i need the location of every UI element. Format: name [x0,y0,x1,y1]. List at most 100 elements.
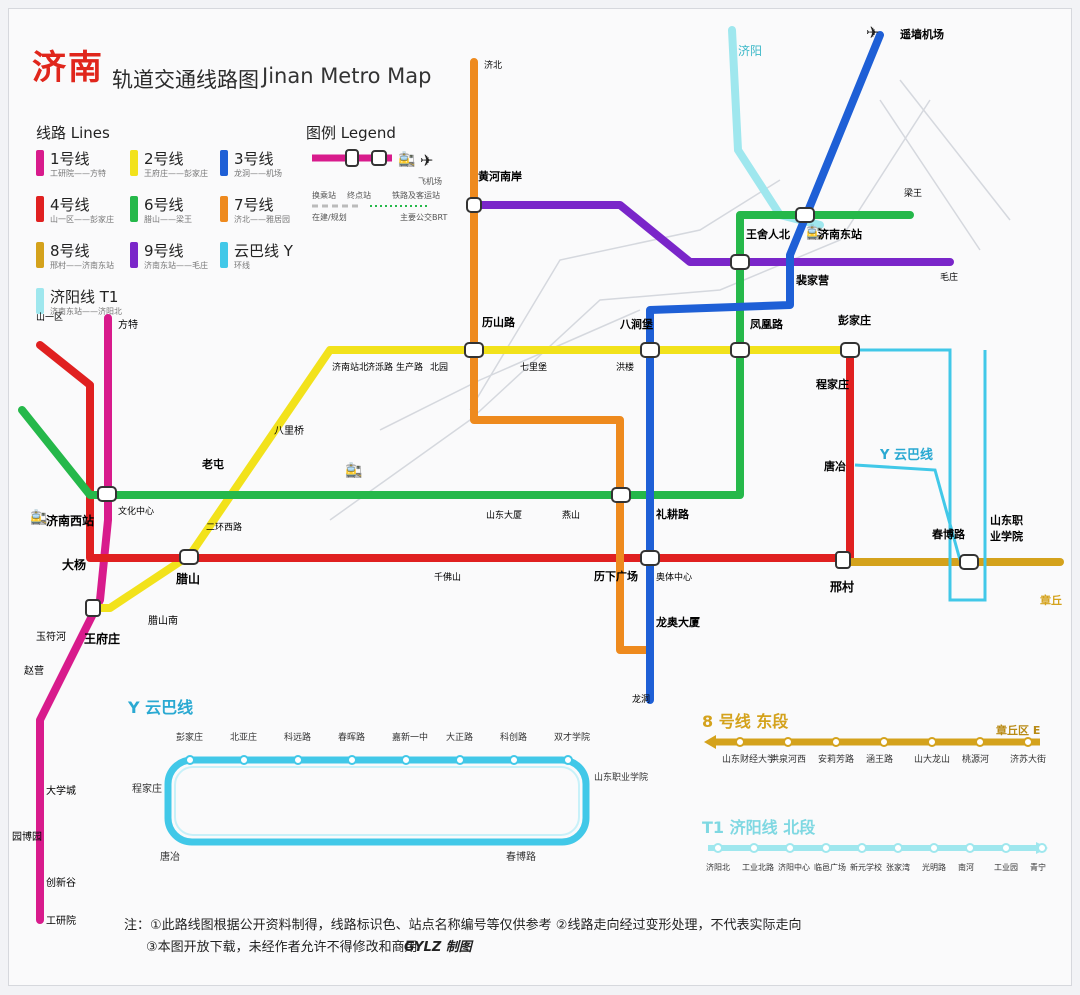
station-erhuanxilu[interactable]: 二环西路 [206,523,243,533]
station-longdong[interactable]: 龙洞 [632,695,651,705]
station-huanghenanan[interactable]: 黄河南岸 [478,170,522,183]
inset-8-dot[interactable] [735,737,745,747]
inset-y-dot[interactable] [239,755,249,765]
station-lishanlu[interactable]: 历山路 [482,316,515,329]
station-jinanxi[interactable]: 济南西站 [46,514,95,528]
station-lashannan[interactable]: 腊山南 [148,616,178,627]
station-qilipu[interactable]: 七里堡 [520,363,548,373]
station-wangsherenbei[interactable]: 王舍人北 [746,228,790,241]
station-xingcun[interactable]: 邢村 [830,580,855,594]
inset-y-dot[interactable] [401,755,411,765]
station-wenhuazhongxin[interactable]: 文化中心 [118,507,155,517]
station-shandongzhiye[interactable]: 山东职业学院 [990,514,1023,543]
inset-y-station[interactable]: 程家庄 [132,784,162,795]
station-liangwang[interactable]: 梁王 [904,189,923,199]
inset-y-dot[interactable] [293,755,303,765]
station-dayang[interactable]: 大杨 [62,558,87,572]
inset-t1-dot[interactable] [965,843,975,853]
inset-8-station[interactable]: 安莉芳路 [818,755,855,765]
station-yanshan[interactable]: 燕山 [562,511,581,521]
inset-y-station[interactable]: 科远路 [284,733,312,743]
inset-t1-station[interactable]: 济阳中心 [778,863,810,872]
inset-t1-station[interactable]: 临邑广场 [814,863,846,872]
inset-t1-station[interactable]: 工业园 [994,863,1018,872]
inset-8-dot[interactable] [927,737,937,747]
inset-t1-dot[interactable] [713,843,723,853]
station-yufuhe[interactable]: 玉符河 [36,632,66,643]
inset-y-dot[interactable] [185,755,195,765]
inset-y-station[interactable]: 春博路 [506,852,536,863]
inset-t1-dot[interactable] [1001,843,1011,853]
station-beiyuan[interactable]: 北园 [430,363,449,373]
inset-y-station[interactable]: 春晖路 [338,733,366,743]
inset-8-station[interactable]: 济苏大街 [1010,755,1047,765]
inset-t1-dot[interactable] [785,843,795,853]
inset-8-station[interactable]: 涵王路 [866,755,894,765]
inset-y-station[interactable]: 科创路 [500,733,528,743]
station-qianfoshan[interactable]: 千佛山 [434,573,462,583]
station-jiyang[interactable]: 济阳 [738,44,763,58]
inset-y-station[interactable]: 双才学院 [554,733,591,743]
inset-8-station[interactable]: 桃源河 [962,755,990,765]
inset-y-station[interactable]: 大正路 [446,733,474,743]
inset-y-dot[interactable] [455,755,465,765]
station-yuanboyuan[interactable]: 园博园 [12,832,42,843]
station-wangfuzhuang[interactable]: 王府庄 [84,632,121,646]
inset-y-dot[interactable] [563,755,573,765]
inset-t1-station[interactable]: 新元学校 [850,863,882,872]
station-daxuecheng[interactable]: 大学城 [46,786,76,797]
station-chunbolu[interactable]: 春博路 [932,528,965,541]
inset-8-dot[interactable] [1023,737,1033,747]
station-gongyanyuan[interactable]: 工研院 [46,916,76,927]
inset-t1-dot[interactable] [1037,843,1047,853]
inset-t1-dot[interactable] [929,843,939,853]
station-aotizhongxin[interactable]: 奥体中心 [656,573,693,583]
station-tangye[interactable]: 唐冶 [824,460,846,473]
station-peijiaying[interactable]: 裴家营 [796,274,829,287]
station-zhaoying[interactable]: 赵营 [24,666,44,677]
station-laotun[interactable]: 老屯 [202,458,224,471]
station-bajianbao[interactable]: 八涧堡 [620,318,653,331]
inset-y-dot[interactable] [509,755,519,765]
station-balqiao[interactable]: 八里桥 [274,426,304,437]
inset-y-station[interactable]: 山东职业学院 [594,773,649,783]
inset-8-station[interactable]: 山大龙山 [914,755,951,765]
station-shengchanlu[interactable]: 生产路 [396,363,424,373]
inset-t1-dot[interactable] [893,843,903,853]
station-lashan[interactable]: 腊山 [176,572,201,586]
inset-8-station[interactable]: 洪泉河西 [770,755,807,765]
inset-t1-station[interactable]: 济阳北 [706,863,730,872]
station-fangte[interactable]: 方特 [118,320,138,331]
station-longaodasha[interactable]: 龙奥大厦 [656,616,700,629]
station-pengjiazhuang[interactable]: 彭家庄 [838,314,871,327]
station-fenghuanglu[interactable]: 凤凰路 [750,318,783,331]
inset-t1-station[interactable]: 青宁 [1030,863,1046,872]
station-jibei[interactable]: 济北 [484,61,503,71]
inset-t1-station[interactable]: 工业北路 [742,863,774,872]
station-jinandongzhan[interactable]: 济南东站 [818,228,862,241]
station-jileulu[interactable]: 济泺路 [366,363,394,373]
inset-t1-station[interactable]: 张家湾 [886,863,910,872]
inset-t1-dot[interactable] [821,843,831,853]
inset-t1-station[interactable]: 南河 [958,863,974,872]
inset-t1-dot[interactable] [749,843,759,853]
station-maozhuang[interactable]: 毛庄 [940,273,959,283]
inset-y-station[interactable]: 唐冶 [160,852,180,863]
inset-y-station[interactable]: 嘉新一中 [392,733,429,743]
station-zhangqiu[interactable]: 章丘 [1040,594,1062,607]
inset-t1-dot[interactable] [857,843,867,853]
inset-8-dot[interactable] [975,737,985,747]
station-shandongdasha[interactable]: 山东大厦 [486,511,523,521]
inset-8-station[interactable]: 山东财经大学 [722,755,777,765]
station-shanyiqu[interactable]: 山一区 [36,313,64,323]
inset-8-dot[interactable] [783,737,793,747]
inset-y-dot[interactable] [347,755,357,765]
station-yaoqiangjichang[interactable]: 遥墙机场 [900,28,944,41]
station-chuangxingu[interactable]: 创新谷 [46,878,76,889]
inset-t1-station[interactable]: 光明路 [922,863,946,872]
inset-8-dot[interactable] [879,737,889,747]
station-lixiaguangchang[interactable]: 历下广场 [594,570,638,583]
station-ligenglu[interactable]: 礼耕路 [656,508,689,521]
station-honglou[interactable]: 洪楼 [616,363,635,373]
station-jinanzhanbei[interactable]: 济南站北 [332,363,369,373]
